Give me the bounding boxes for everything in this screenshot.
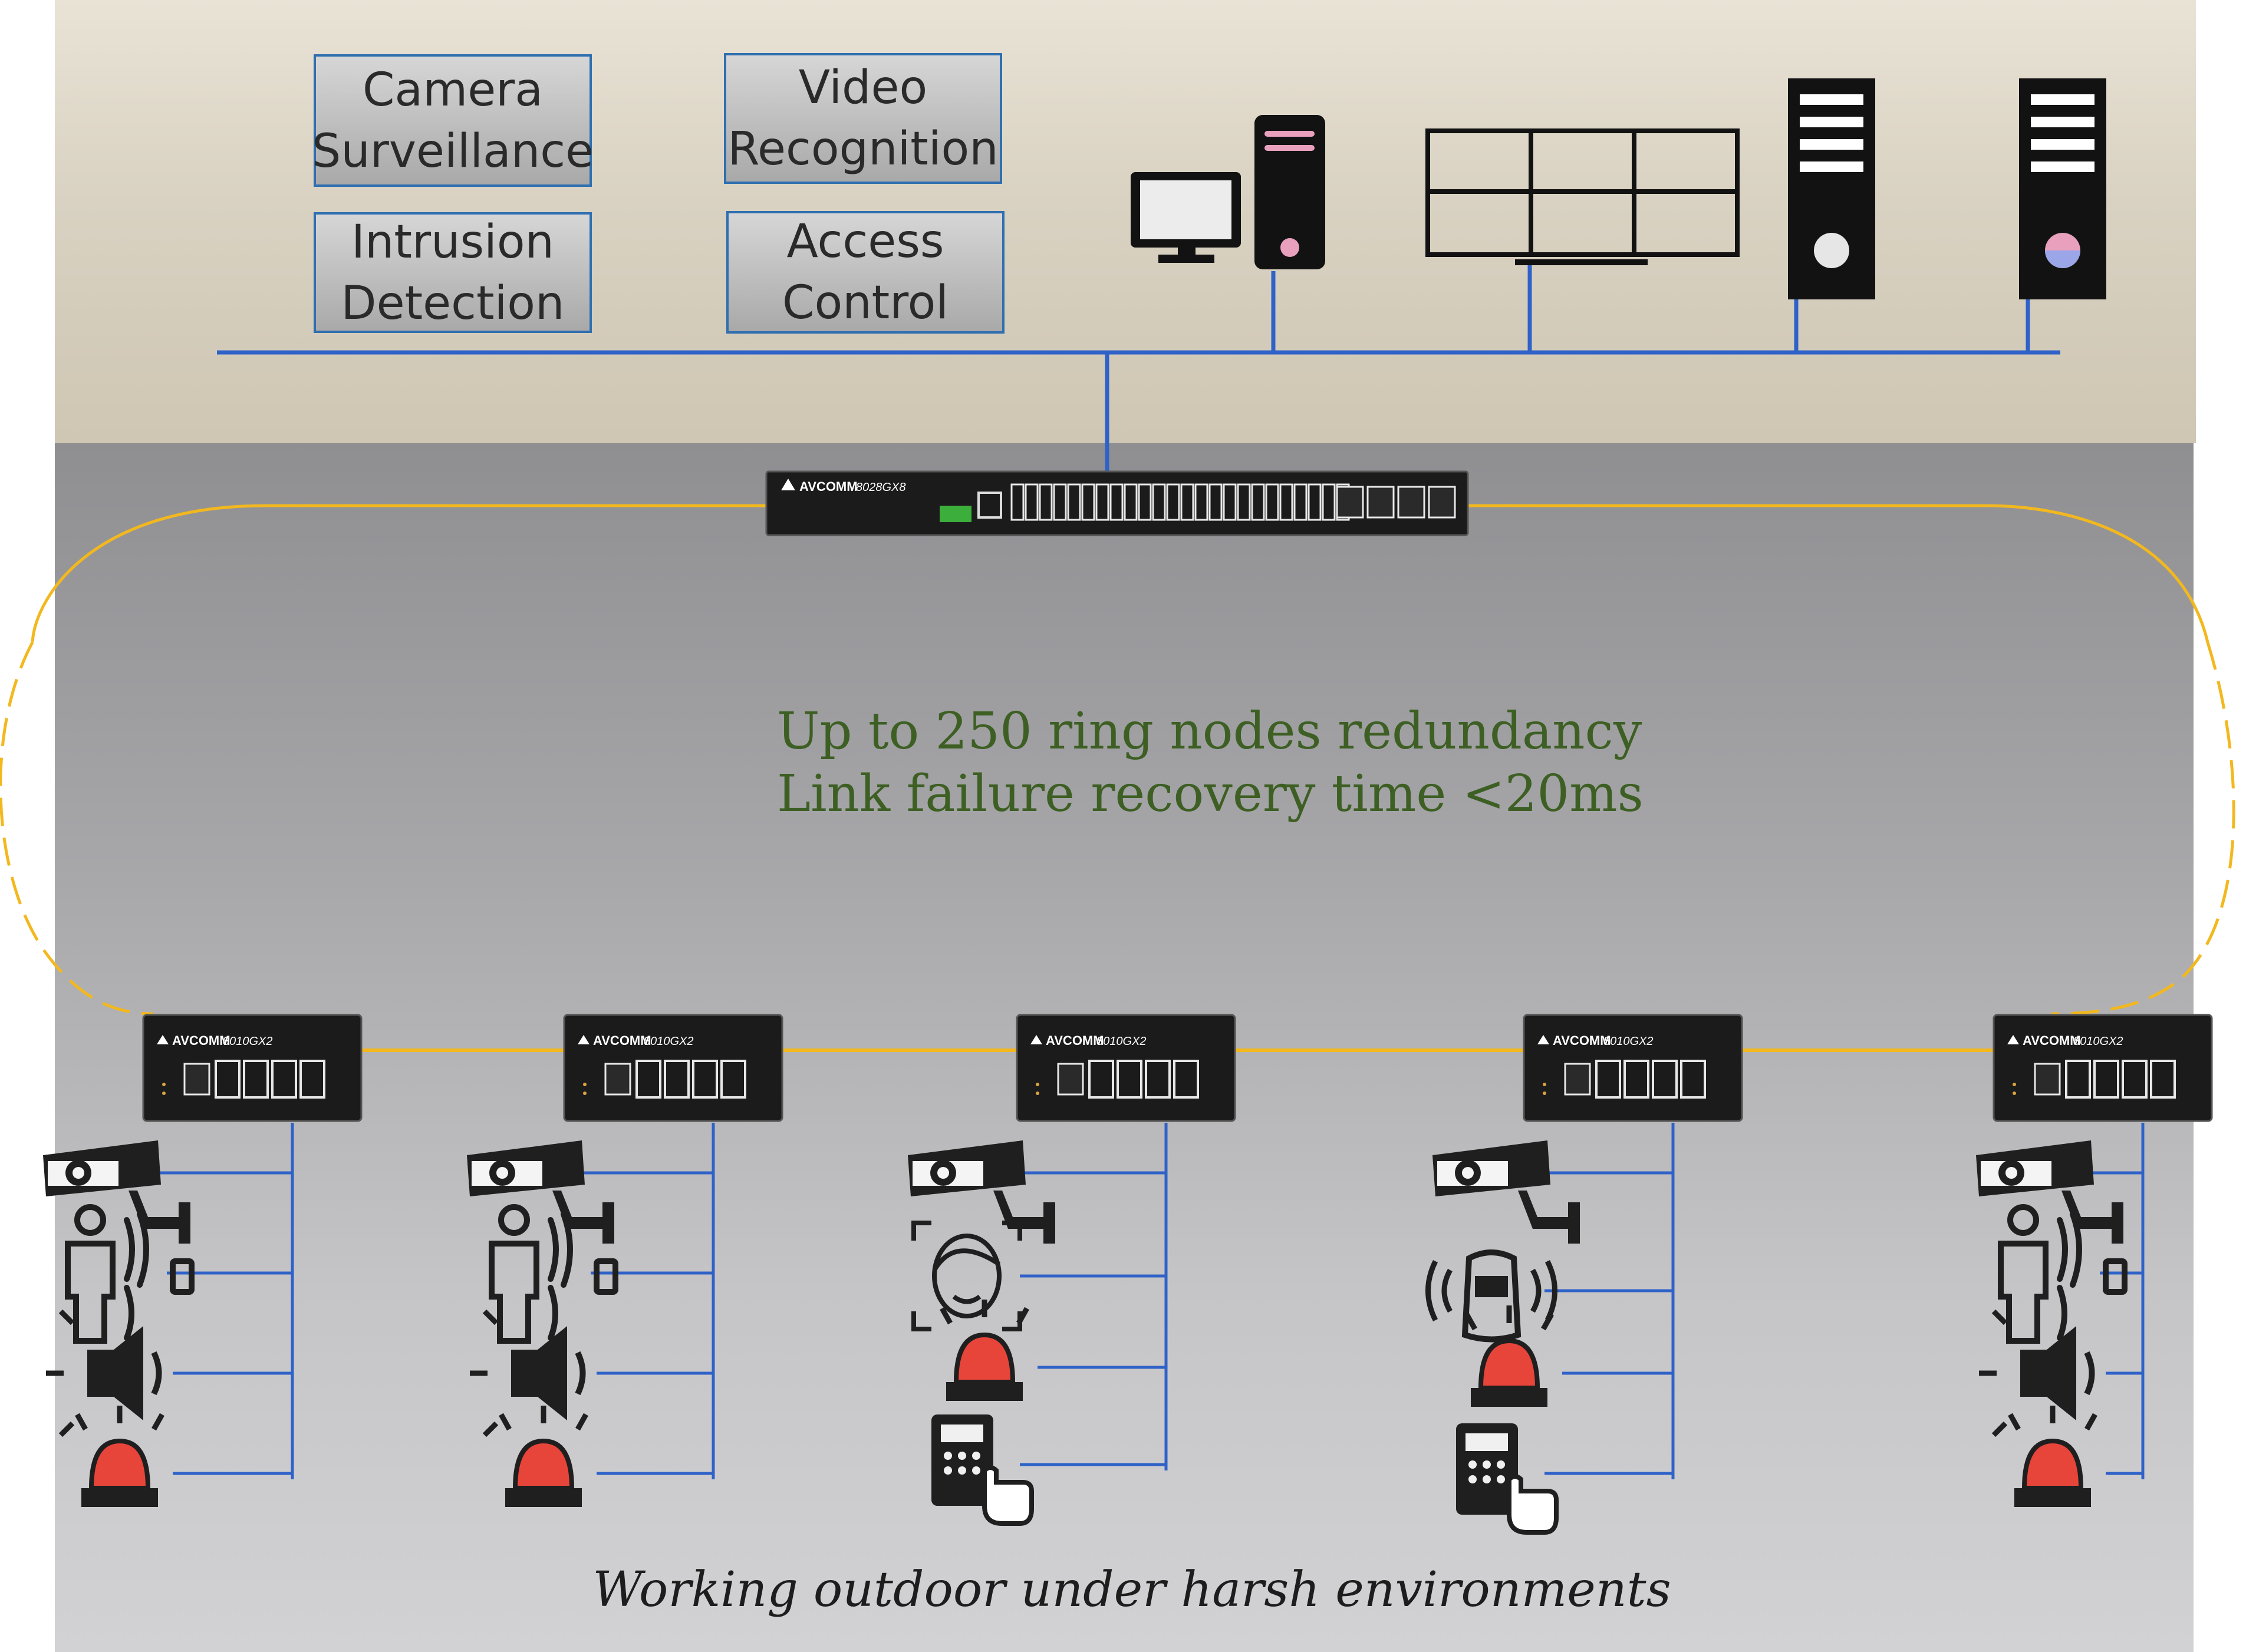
avcomm-logo-icon — [1030, 1035, 1042, 1044]
edge-switch-brand: AVCOMM — [1046, 1033, 1104, 1048]
avcomm-logo-icon — [2007, 1035, 2019, 1044]
edge-switch-model: 8010GX2 — [1603, 1035, 1654, 1048]
core-switch-model: 8028GX8 — [856, 481, 906, 494]
edge-switch-brand: AVCOMM — [593, 1033, 651, 1048]
edge-switch-brand: AVCOMM — [2023, 1033, 2081, 1048]
camera-icon — [1976, 1140, 2123, 1244]
edge-switch-model: 8010GX2 — [223, 1035, 273, 1048]
face-recognition-icon — [914, 1223, 1020, 1329]
ring-description: Up to 250 ring nodes redundancy Link fai… — [777, 700, 1644, 825]
access-control-box: Access Control — [726, 211, 1005, 334]
core-switch: AVCOMM 8028GX8 — [765, 470, 1469, 536]
camera-surveillance-box: Camera Surveillance — [312, 54, 594, 187]
camera-icon — [467, 1140, 614, 1244]
camera-icon — [43, 1140, 190, 1244]
camera-icon — [908, 1140, 1055, 1244]
backbone-links — [217, 262, 2060, 474]
alarm-light-icon — [501, 1406, 586, 1507]
camera-icon — [1432, 1140, 1580, 1244]
storage-server-icon — [2019, 78, 2106, 299]
ring-topology — [31, 504, 2209, 643]
avcomm-logo-icon — [781, 479, 795, 490]
core-switch-brand: AVCOMM — [799, 479, 858, 494]
ring-text-line2: Link failure recovery time <20ms — [777, 764, 1644, 823]
ring-left-arc — [0, 641, 154, 1015]
edge-switch-brand: AVCOMM — [172, 1033, 230, 1048]
intrusion-detection-box: Intrusion Detection — [314, 212, 592, 333]
avcomm-logo-icon — [157, 1035, 169, 1044]
vehicle-detection-icon — [1428, 1252, 1555, 1340]
edge-switch-brand: AVCOMM — [1553, 1033, 1611, 1048]
alarm-light-icon — [77, 1406, 162, 1507]
alarm-light-icon — [2010, 1406, 2095, 1507]
video-wall-icon — [1425, 128, 1740, 265]
core-switch-ports — [1010, 483, 1456, 521]
ring-text-line1: Up to 250 ring nodes redundancy — [777, 702, 1642, 761]
monitor-icon — [1131, 172, 1241, 263]
edge-switch-model: 8010GX2 — [644, 1035, 694, 1048]
edge-switch-model: 8010GX2 — [1096, 1035, 1147, 1048]
footer-caption: Working outdoor under harsh environments — [592, 1562, 1671, 1618]
video-recognition-box: Video Recognition — [724, 53, 1002, 184]
avcomm-logo-icon — [1537, 1035, 1549, 1044]
edge-switch-model: 8010GX2 — [2073, 1035, 2123, 1048]
desktop-tower-icon — [1254, 115, 1325, 269]
avcomm-logo-icon — [578, 1035, 590, 1044]
access-keypad-icon — [1456, 1423, 1556, 1532]
server-icon — [1788, 78, 1875, 299]
access-keypad-icon — [931, 1414, 1032, 1524]
alarm-light-icon — [1467, 1305, 1552, 1407]
ring-right-arc — [2051, 642, 2235, 1015]
